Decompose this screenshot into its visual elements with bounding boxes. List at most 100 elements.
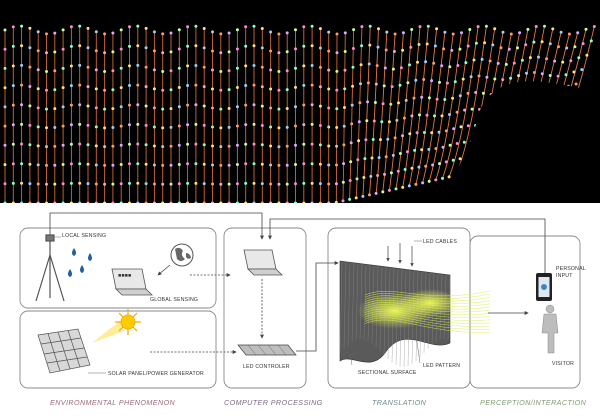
led-node (369, 174, 373, 178)
led-node (69, 64, 73, 68)
led-node (128, 44, 131, 48)
led-node (3, 86, 7, 90)
led-node (335, 69, 339, 73)
led-node (477, 74, 481, 78)
led-node (406, 81, 410, 85)
led-node (463, 108, 467, 112)
led-node (161, 163, 165, 167)
led-node (36, 87, 40, 91)
led-node (227, 125, 231, 129)
led-node (453, 80, 457, 84)
led-node (136, 63, 140, 67)
led-node (227, 144, 231, 148)
led-node (45, 32, 48, 36)
sun-icon (92, 309, 141, 343)
led-node (244, 162, 248, 166)
led-node (335, 32, 339, 36)
led-node (11, 162, 15, 166)
led-node (61, 124, 65, 128)
led-node (169, 69, 173, 73)
led-node (483, 41, 487, 45)
led-node (86, 46, 90, 50)
led-node (574, 82, 578, 86)
led-node (318, 85, 322, 89)
led-node (36, 106, 40, 110)
led-node (61, 201, 65, 203)
led-node (361, 194, 365, 198)
led-node (359, 63, 363, 67)
led-node (45, 51, 48, 55)
led-node (61, 28, 65, 32)
led-cable (382, 33, 396, 192)
led-node (437, 130, 441, 134)
led-node (402, 116, 406, 120)
led-node (219, 51, 223, 55)
led-node (211, 163, 214, 167)
led-node (69, 201, 73, 203)
led-node (103, 88, 107, 92)
led-node (567, 32, 571, 36)
led-node (169, 163, 173, 167)
led-node (86, 85, 90, 89)
led-node (78, 83, 82, 87)
led-node (86, 26, 90, 30)
led-node (211, 106, 214, 110)
led-node (219, 107, 223, 111)
led-node (389, 102, 393, 106)
led-node (144, 143, 148, 147)
led-node (144, 65, 148, 69)
led-node (426, 24, 430, 28)
led-node (414, 78, 418, 82)
led-node (119, 201, 123, 203)
led-node (152, 182, 156, 186)
led-node (103, 126, 107, 130)
led-node (211, 30, 214, 34)
led-node (327, 125, 331, 129)
led-node (432, 61, 436, 65)
led-node (362, 176, 366, 179)
led-node (211, 125, 214, 129)
led-node (194, 181, 198, 185)
led-node (260, 182, 264, 186)
computer-box (223, 227, 307, 389)
led-node (277, 126, 281, 130)
led-node (78, 181, 82, 185)
led-node (235, 143, 239, 147)
led-node (294, 163, 297, 166)
led-node (518, 31, 522, 35)
led-node (350, 122, 354, 126)
led-node (152, 87, 156, 91)
led-node (3, 163, 7, 167)
led-node (285, 69, 289, 73)
led-node (509, 32, 513, 36)
led-node (136, 83, 140, 87)
led-node (302, 64, 306, 68)
led-node (447, 175, 451, 179)
led-node (445, 81, 449, 85)
led-node (202, 104, 206, 108)
led-node (561, 60, 565, 64)
led-node (128, 201, 131, 203)
led-node (28, 201, 32, 203)
led-node (69, 142, 73, 146)
led-node (501, 78, 505, 82)
led-node (302, 83, 306, 87)
led-node (260, 104, 264, 108)
led-node (94, 49, 98, 53)
led-node (410, 166, 414, 170)
led-node (310, 181, 314, 185)
led-node (277, 88, 281, 92)
led-node (235, 124, 239, 128)
led-node (119, 105, 123, 109)
led-node (136, 201, 140, 203)
led-node (458, 157, 462, 161)
led-node (269, 125, 273, 129)
led-node (349, 160, 353, 164)
led-node (356, 158, 360, 162)
led-node (111, 126, 115, 129)
led-node (3, 182, 7, 186)
led-node (452, 127, 456, 131)
led-node (69, 84, 73, 88)
led-node (36, 182, 40, 186)
